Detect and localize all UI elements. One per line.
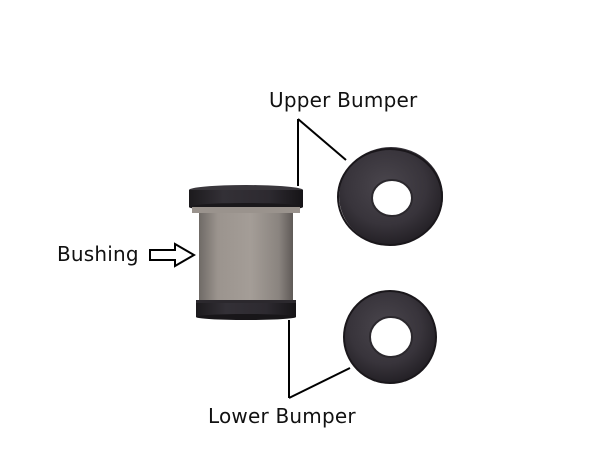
bushing-sleeve <box>199 210 293 300</box>
bushing-part <box>189 185 303 320</box>
upper-bumper-label: Upper Bumper <box>269 88 418 112</box>
upper-bumper-part <box>337 147 443 246</box>
bushing-arrow-icon <box>149 242 196 268</box>
lower-bumper-leader <box>288 320 351 399</box>
lower-bumper-label: Lower Bumper <box>208 404 356 428</box>
bushing-bottom-flange <box>196 303 296 317</box>
bushing-top-flange <box>189 190 303 207</box>
bushing-label: Bushing <box>57 242 139 266</box>
upper-bumper-leader <box>297 118 347 186</box>
lower-bumper-part <box>343 290 437 384</box>
